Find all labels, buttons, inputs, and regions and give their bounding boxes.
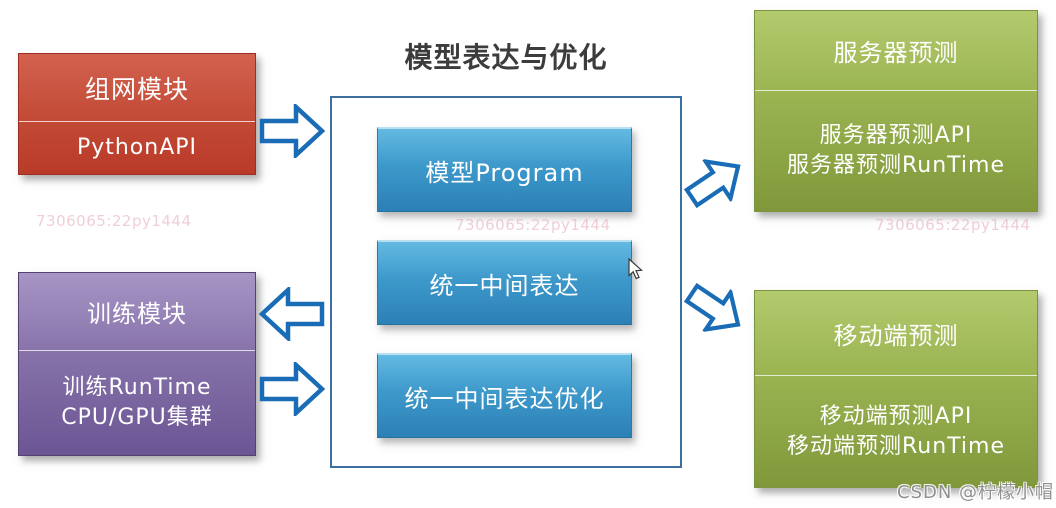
pipeline-step-unified-ir-optimization: 统一中间表达优化 bbox=[377, 353, 632, 438]
training-module-box: 训练模块 训练RunTime CPU/GPU集群 bbox=[18, 272, 256, 456]
pipeline-step-model-program: 模型Program bbox=[377, 127, 632, 212]
network-module-title: 组网模块 bbox=[84, 74, 189, 104]
training-module-body-line: CPU/GPU集群 bbox=[61, 405, 213, 430]
arrow-pipeline-to-mobile-icon bbox=[675, 271, 754, 347]
arrow-network-to-pipeline-icon bbox=[259, 104, 325, 158]
server-prediction-divider bbox=[755, 90, 1037, 91]
network-module-body-line: PythonAPI bbox=[76, 135, 198, 161]
server-prediction-body-line: 服务器预测API bbox=[819, 123, 973, 149]
mobile-prediction-body-line: 移动端预测API bbox=[819, 403, 973, 429]
training-module-divider bbox=[19, 350, 255, 351]
network-module-box: 组网模块 PythonAPI bbox=[18, 53, 256, 175]
arrow-pipeline-to-server-icon bbox=[675, 144, 754, 220]
csdn-watermark: CSDN @柠檬小帽 bbox=[897, 482, 1055, 503]
mobile-prediction-divider bbox=[755, 375, 1037, 376]
pipeline-container: 模型Program 统一中间表达 统一中间表达优化 bbox=[330, 96, 682, 468]
training-module-title: 训练模块 bbox=[87, 300, 187, 328]
watermark-code: 7306065:22py1444 bbox=[455, 216, 611, 234]
server-prediction-box: 服务器预测 服务器预测API 服务器预测RunTime bbox=[754, 10, 1038, 212]
network-module-divider bbox=[19, 121, 255, 122]
pipeline-step-unified-ir: 统一中间表达 bbox=[377, 240, 632, 325]
mobile-prediction-title: 移动端预测 bbox=[833, 321, 959, 350]
mobile-prediction-body-line: 移动端预测RunTime bbox=[786, 433, 1006, 459]
watermark-code: 7306065:22py1444 bbox=[36, 212, 192, 230]
server-prediction-title: 服务器预测 bbox=[833, 39, 959, 67]
training-module-body-line: 训练RunTime bbox=[62, 375, 212, 401]
mouse-cursor-icon bbox=[628, 257, 644, 284]
mobile-prediction-box: 移动端预测 移动端预测API 移动端预测RunTime bbox=[754, 290, 1038, 488]
watermark-code: 7306065:22py1444 bbox=[875, 216, 1031, 234]
diagram-title: 模型表达与优化 bbox=[404, 41, 608, 74]
arrow-training-to-pipeline-icon bbox=[259, 362, 325, 416]
server-prediction-body-line: 服务器预测RunTime bbox=[786, 153, 1006, 178]
arrow-pipeline-to-training-icon bbox=[259, 287, 325, 341]
